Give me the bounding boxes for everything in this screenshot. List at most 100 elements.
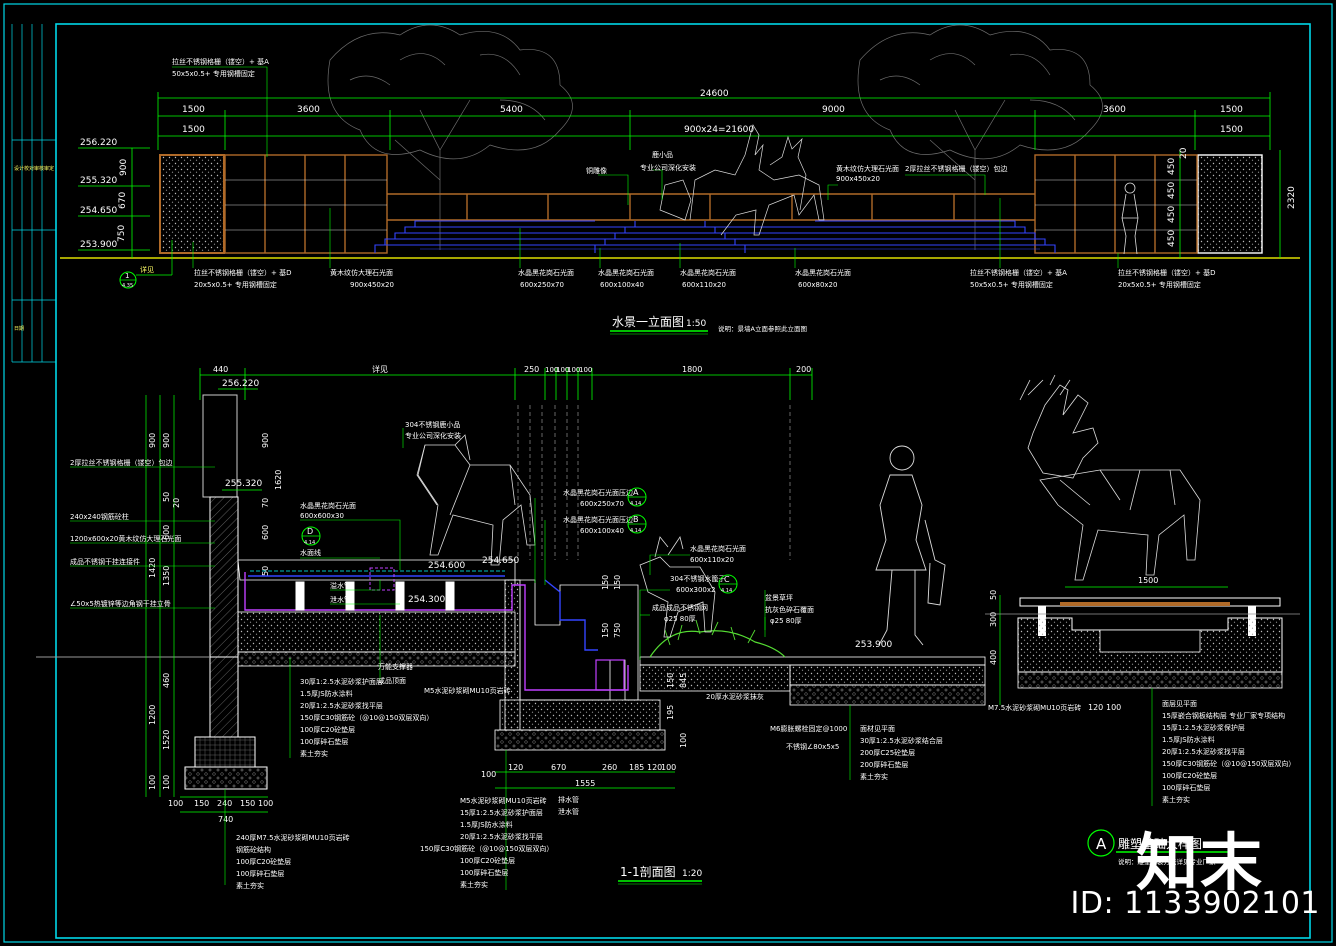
detail-a-layer-1: 15厚嵌合钢板结构层 专业厂家专项结构 — [1162, 711, 1285, 720]
elev-right-dim-lines — [1179, 150, 1281, 258]
sec-level-top: 256.220 — [222, 379, 259, 389]
sec-pave-layer-3: 200厚碎石垫层 — [860, 760, 908, 769]
elev-left-dim-0: 900 — [119, 159, 129, 176]
elev-dim-r1-1: 3600 — [297, 105, 320, 115]
sec-mid-note-0-l1: 水晶黑花岗石光面压边 — [563, 488, 633, 497]
sec-col-dim-3: 150 — [240, 799, 255, 808]
sec-left-note-leaders — [70, 466, 215, 609]
sec-pool-slab — [237, 611, 516, 653]
sec-under-layer-7: 素土夯实 — [460, 880, 488, 889]
elev-level-0: 256.220 — [80, 138, 117, 148]
elev-bottom-note-3-l1: 水晶黑花岗石光面 — [598, 268, 654, 277]
sec-bdim-1: 120 — [508, 763, 523, 772]
elev-top-note-0-l2: 50x5x0.5+ 专用钢槽固定 — [172, 69, 255, 78]
tb-cell-1: 校对 — [24, 165, 34, 172]
elev-right-dim-2: 450 — [1167, 206, 1177, 223]
sec-pool-note-4-l1: 泄水管 — [330, 595, 351, 604]
sec-title: 1-1剖面图 — [620, 865, 676, 879]
svg-text:195: 195 — [666, 705, 675, 720]
sec-pave-notes: 20厚水泥砂浆抹灰 M6膨胀螺栓固定@1000 不锈钢∠80x5x5 — [706, 692, 847, 751]
sec-callout-c: C 4.14 — [718, 574, 738, 594]
elev-bottom-note-7-l1: 拉丝不锈钢格栅（镂空）+ 基D — [1118, 268, 1215, 277]
elev-right-total: 2320 — [1287, 186, 1297, 209]
elev-top-note-3-l2: 900x450x20 — [836, 175, 880, 183]
sec-top-dim-7: 1800 — [682, 365, 702, 374]
sec-top-dim-2: 250 — [524, 365, 539, 374]
sec-vdim-7: 460 — [162, 673, 171, 688]
elev-dim-r1-0: 1500 — [182, 105, 205, 115]
elev-callout-text: 详见 — [140, 265, 154, 274]
elev-callout: 1 4.35 详见 — [119, 240, 173, 289]
sec-left-note-4: ∠50x5热镀锌等边角钢干挂立骨 — [70, 599, 171, 608]
detail-a-note: 说明：雕塑安装方法详见专业厂家 — [1118, 857, 1216, 866]
detail-a-layer-2: 15厚1:2.5水泥砂浆保护层 — [1162, 723, 1245, 732]
elev-top-note-1-l1: 铜雕像 — [586, 166, 607, 175]
sec-right-base — [639, 664, 791, 692]
elev-top-note-4-l1: 2厚拉丝不锈钢格栅（镂空）包边 — [905, 164, 1007, 173]
detail-a-layers: 面层见平面 15厚嵌合钢板结构层 专业厂家专项结构 15厚1:2.5水泥砂浆保护… — [1162, 700, 1295, 804]
sec-left-note-3: 成品不锈钢干挂连接件 — [70, 557, 140, 566]
elev-dim-r1-2: 5400 — [500, 105, 523, 115]
sec-left-note-2: 1200x600x20黄木纹仿大理石光面 — [70, 534, 181, 543]
sec-callout-c-id: C — [724, 575, 730, 584]
elev-level-2: 254.650 — [80, 206, 117, 216]
sec-person-figure — [875, 445, 946, 646]
sec-mid-note-1-l2: 600x100x40 — [580, 527, 624, 535]
sec-vdim-4: 600 — [162, 525, 171, 540]
title-block-strip — [11, 24, 56, 363]
elev-bottom-note-1-l2: 900x450x20 — [350, 281, 394, 289]
elev-scale: 1:50 — [686, 319, 706, 329]
elev-wall-grid — [224, 154, 1198, 254]
elev-top-note-3-l1: 黄木纹仿大理石光面 — [836, 164, 899, 173]
sec-col-layer-0: 240厚M7.5水泥砂浆砌MU10页岩砖 — [236, 833, 350, 842]
sec-deer-sculpture-small — [639, 536, 716, 638]
sec-bdim-2: 670 — [551, 763, 566, 772]
sec-vdim-5: 1420 — [148, 558, 157, 578]
elev-dim-r2-1: 900x24=21600 — [684, 125, 754, 135]
elev-top-notes: 拉丝不锈钢格栅（镂空）+ 基A 50x5x0.5+ 专用钢槽固定 铜雕像 鹿小品… — [172, 57, 1007, 183]
elev-dim-texts: 24600 1500 3600 5400 9000 3600 1500 1500… — [182, 89, 1243, 135]
sec-scale: 1:20 — [682, 869, 702, 879]
sec-layer-left-3: 150厚C30钢筋砼（@10@150双层双向） — [300, 713, 433, 722]
sec-pool-note-0-l2: 专业公司深化安装 — [405, 431, 461, 440]
elev-right-dim-1: 450 — [1167, 182, 1177, 199]
sec-callout-d-ref: 4.14 — [304, 540, 315, 546]
sec-layer-left-6: 素土夯实 — [300, 749, 328, 758]
tb-cell-4: 日期 — [14, 326, 24, 332]
sec-base-gravel — [494, 729, 666, 751]
sheet-frame-inner — [55, 23, 1311, 939]
elev-left-dim-2: 750 — [117, 225, 127, 242]
sec-col-layer-4: 素土夯实 — [236, 881, 264, 890]
elev-right-dim-texts: 450 450 450 450 20 2320 — [1167, 147, 1297, 247]
sec-left-vdim-texts: 900 900 50 20 600 1420 1350 460 1200 152… — [148, 433, 181, 790]
sec-left-vdim-lines — [145, 395, 175, 797]
sec-callout-b-ref: 4.14 — [630, 528, 641, 534]
svg-text:150: 150 — [601, 575, 610, 590]
elev-dim-lines — [157, 92, 1271, 150]
sec-wall-note: M5水泥砂浆砌MU10页岩砖 — [424, 686, 511, 695]
sec-mid-note-2-l2: 600x110x20 — [690, 556, 734, 564]
sheet-frame-outer — [3, 3, 1333, 943]
tb-cell-0: 设计 — [14, 165, 24, 172]
detail-a-dim-0: 1500 — [1138, 576, 1158, 585]
sec-deer-sculpture-right — [1019, 374, 1201, 581]
sec-top-dim-5: 100 — [567, 366, 580, 374]
sec-layer-left-0: 30厚1:2.5水泥砂浆护面层 — [300, 677, 383, 686]
sec-pave-note-1: M6膨胀螺栓固定@1000 — [770, 724, 847, 733]
detail-a-steel — [1060, 602, 1230, 606]
sec-bdim-3: 260 — [602, 763, 617, 772]
sec-bottom-total: 1555 — [575, 779, 595, 788]
sec-vdim-10: 100 — [148, 775, 157, 790]
sec-mid-note-6-l1: 抗灰色碎石覆面 — [765, 605, 814, 614]
elev-bottom-note-5-l2: 600x80x20 — [798, 281, 837, 289]
elev-bottom-note-4-l2: 600x110x20 — [682, 281, 726, 289]
sec-pool-note-2-l1: 水面线 — [300, 548, 321, 557]
sec-col-layer-2: 100厚C20砼垫层 — [236, 857, 291, 866]
detail-a-gravel — [1017, 671, 1283, 689]
svg-text:150: 150 — [613, 575, 622, 590]
sec-drain-labels: 排水管 泄水管 — [558, 795, 579, 816]
sec-mvdim-3: 600 — [261, 525, 270, 540]
sec-layer-left-5: 100厚碎石垫层 — [300, 737, 348, 746]
elev-bottom-note-2-l1: 水晶黑花岗石光面 — [518, 268, 574, 277]
tb-cell-3: 审定 — [44, 165, 54, 172]
